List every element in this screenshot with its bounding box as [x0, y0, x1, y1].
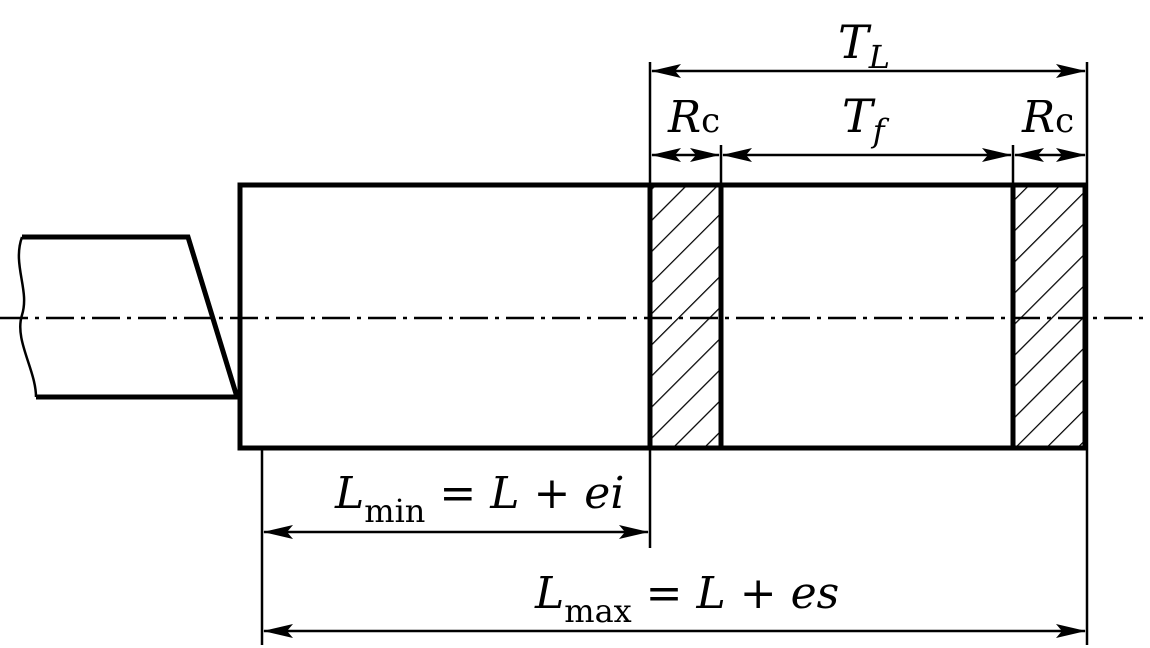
label-tf: Tf [842, 89, 890, 150]
label-lmin: Lmin = L + ei [334, 468, 624, 530]
label-rc-right: Rc [1021, 92, 1074, 143]
rc-zone-left [647, 182, 724, 451]
label-rc-left: Rc [667, 92, 720, 143]
label-lmax: Lmax = L + es [534, 568, 839, 630]
extension-lines [260, 62, 1089, 645]
rc-zone-right [1010, 182, 1088, 451]
label-tl: TL [838, 15, 890, 76]
